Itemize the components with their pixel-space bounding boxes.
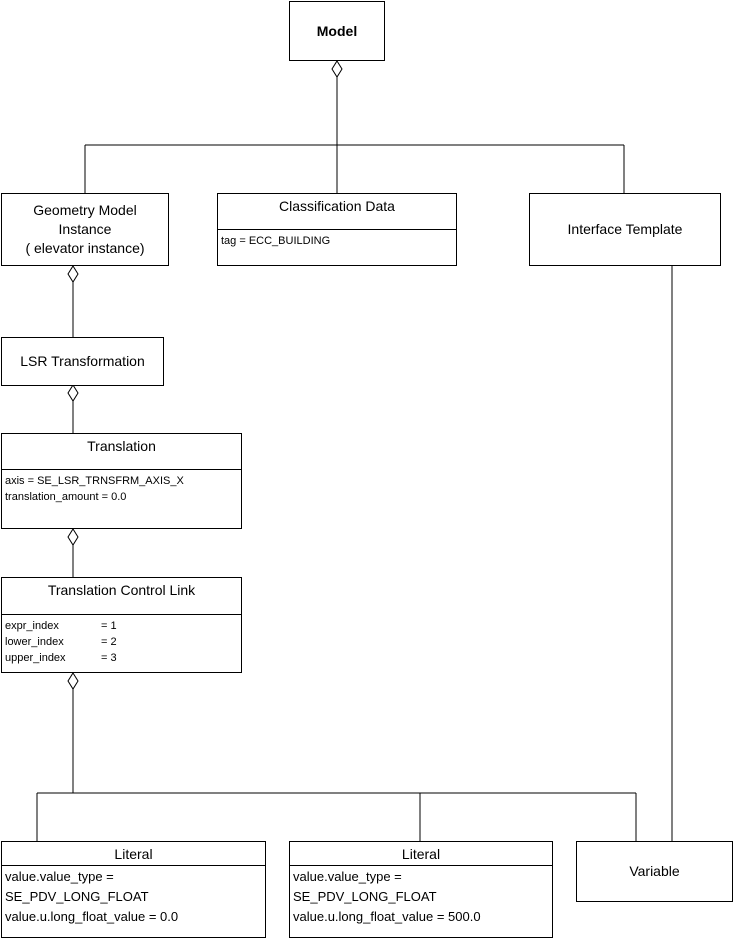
attribute-row: expr_index = 1: [5, 618, 241, 634]
lsr-transformation-title: LSR Transformation: [20, 353, 145, 369]
model-class-box: Model: [289, 1, 385, 61]
attribute-key: expr_index: [5, 620, 59, 632]
geometry-model-instance-line: Geometry Model: [33, 202, 137, 218]
lsr-transformation-box: LSR Transformation: [1, 337, 164, 386]
literal-attributes: value.value_type = SE_PDV_LONG_FLOAT val…: [290, 866, 552, 927]
aggregation-diamond-icon: [67, 528, 79, 546]
translation-control-link-title: Translation Control Link: [2, 578, 241, 615]
aggregation-diamond-icon: [67, 672, 79, 690]
attribute-row: value.u.long_float_value = 500.0: [293, 909, 481, 924]
classification-data-box: Classification Data tag = ECC_BUILDING: [217, 193, 457, 266]
literal-title: Literal: [2, 842, 265, 866]
attribute-row: value.value_type =: [293, 869, 402, 884]
aggregation-diamond-icon: [67, 384, 79, 402]
attribute-row: translation_amount = 0.0: [5, 491, 127, 503]
attribute-row: tag = ECC_BUILDING: [221, 235, 331, 247]
translation-title: Translation: [2, 434, 241, 470]
variable-title: Variable: [629, 863, 680, 879]
attribute-row: SE_PDV_LONG_FLOAT: [5, 889, 149, 904]
translation-attributes: axis = SE_LSR_TRNSFRM_AXIS_X translation…: [2, 470, 241, 505]
literal-box: Literal value.value_type = SE_PDV_LONG_F…: [1, 841, 266, 938]
literal-attributes: value.value_type = SE_PDV_LONG_FLOAT val…: [2, 866, 265, 927]
translation-control-link-attributes: expr_index = 1 lower_index = 2 upper_index…: [2, 615, 241, 666]
interface-template-title: Interface Template: [567, 221, 683, 237]
translation-box: Translation axis = SE_LSR_TRNSFRM_AXIS_X…: [1, 433, 242, 529]
attribute-row: value.u.long_float_value = 0.0: [5, 909, 179, 924]
attribute-key: lower_index: [5, 636, 64, 648]
variable-box: Variable: [576, 841, 733, 902]
classification-data-attributes: tag = ECC_BUILDING: [218, 230, 456, 249]
geometry-model-instance-line: ( elevator instance): [25, 240, 145, 256]
attribute-row: lower_index = 2: [5, 634, 241, 650]
attribute-row: value.value_type =: [5, 869, 114, 884]
translation-control-link-box: Translation Control Link expr_index = 1 l…: [1, 577, 242, 673]
model-title: Model: [316, 22, 358, 39]
aggregation-diamond-icon: [331, 60, 343, 78]
literal-title: Literal: [290, 842, 552, 866]
attribute-key: upper_index: [5, 652, 66, 664]
geometry-model-instance-line: Instance: [58, 221, 112, 237]
attribute-row: upper_index = 3: [5, 650, 241, 666]
attribute-value: = 3: [101, 652, 117, 664]
attribute-row: axis = SE_LSR_TRNSFRM_AXIS_X: [5, 475, 184, 487]
attribute-row: SE_PDV_LONG_FLOAT: [293, 889, 437, 904]
interface-template-box: Interface Template: [529, 193, 721, 266]
literal-box: Literal value.value_type = SE_PDV_LONG_F…: [289, 841, 553, 938]
aggregation-diamond-icon: [67, 265, 79, 283]
attribute-value: = 1: [101, 620, 117, 632]
geometry-model-instance-box: Geometry Model Instance ( elevator insta…: [1, 193, 169, 266]
attribute-value: = 2: [101, 636, 117, 648]
classification-data-title: Classification Data: [218, 194, 456, 230]
